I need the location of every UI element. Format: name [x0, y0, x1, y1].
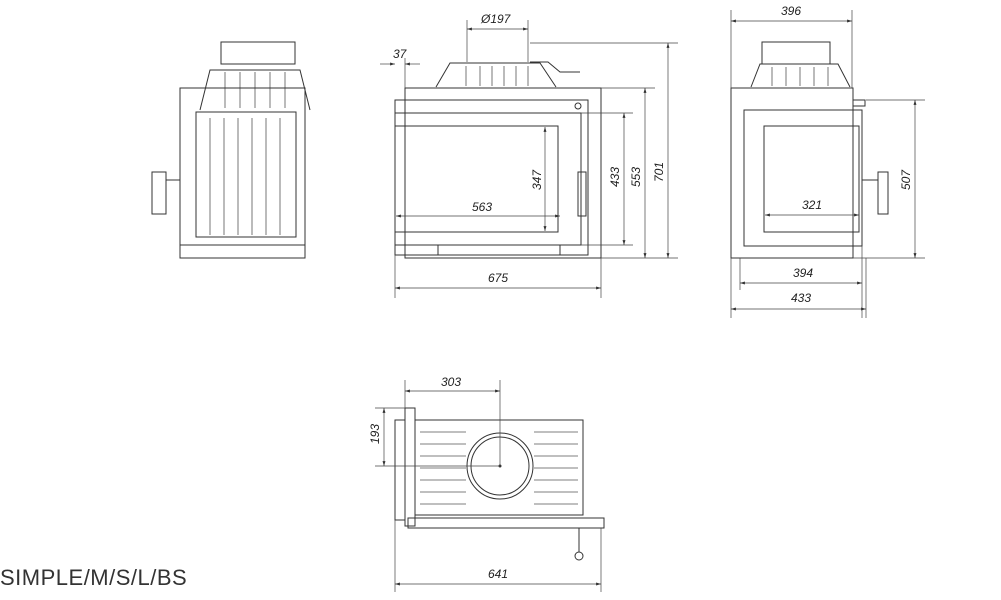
dim-flue-diameter: Ø197 [480, 12, 512, 26]
model-label: SIMPLE/M/S/L/BS [0, 565, 188, 590]
dim-top-depth: 396 [781, 4, 801, 18]
dim-glass-height: 347 [530, 169, 544, 190]
dim-door-height: 433 [608, 167, 622, 187]
handle-icon [877, 171, 889, 215]
door-handle-icon [577, 171, 587, 217]
dim-inner-depth: 394 [793, 266, 813, 280]
dim-glass-width: 563 [472, 200, 492, 214]
side-view-left [151, 41, 311, 259]
dim-total-depth: 433 [791, 291, 811, 305]
side-view-right: 396 507 321 394 433 [730, 4, 925, 318]
dim-total-height: 701 [652, 162, 666, 182]
dim-glass-depth: 321 [802, 198, 822, 212]
dim-height: 507 [899, 169, 913, 190]
dim-offset-37: 37 [393, 47, 408, 61]
front-view: Ø197 37 701 553 433 347 563 675 [380, 12, 678, 298]
dim-flue-offset-x: 303 [441, 375, 461, 389]
dim-total-width: 675 [488, 271, 508, 285]
handle-icon [151, 171, 167, 215]
dim-width: 641 [488, 567, 508, 581]
top-view: 303 193 641 [368, 375, 605, 592]
dim-body-height: 553 [629, 167, 643, 187]
dim-flue-offset-y: 193 [368, 424, 382, 444]
